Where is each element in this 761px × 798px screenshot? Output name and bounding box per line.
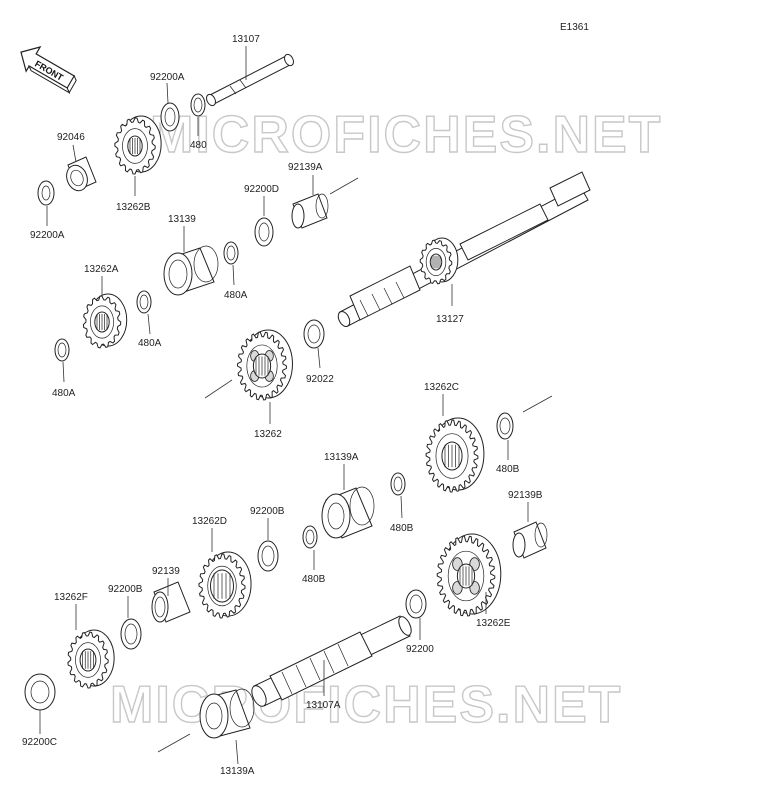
label-13127: 13127 <box>436 314 464 325</box>
label-92139: 92139 <box>152 566 180 577</box>
shaft-13107 <box>206 53 294 107</box>
circlip-480B-3 <box>302 525 318 549</box>
gear-13262A <box>82 293 128 349</box>
gear-13139 <box>163 245 219 296</box>
watermark-top: MICROFICHES.NET <box>150 106 662 164</box>
circlip-480A-1 <box>223 241 239 265</box>
watermark-bottom: MICROFICHES.NET <box>110 676 622 734</box>
label-92022: 92022 <box>306 374 334 385</box>
label-13262F: 13262F <box>54 592 88 603</box>
label-13139A-bottom: 13139A <box>220 766 255 777</box>
washer-92200 <box>405 589 427 619</box>
label-92200B-1: 92200B <box>250 506 285 517</box>
label-92200: 92200 <box>406 644 434 655</box>
label-92139B: 92139B <box>508 490 543 501</box>
diagram-code: E1361 <box>560 22 589 33</box>
bearing-92046 <box>66 156 97 192</box>
front-arrow-icon: FRONT <box>20 46 77 94</box>
label-92139A: 92139A <box>288 162 323 173</box>
circlip-480B-2 <box>390 472 406 496</box>
label-480A-3: 480A <box>52 388 76 399</box>
washer-92200A-left <box>37 180 55 206</box>
label-13262D: 13262D <box>192 516 227 527</box>
gear-on-13127 <box>419 237 459 285</box>
gear-13139A-bottom <box>199 688 255 739</box>
shaft-13107A <box>251 615 412 707</box>
gear-13262E <box>436 533 502 617</box>
bearing-92139 <box>151 581 191 623</box>
label-480-top: 480 <box>190 140 207 151</box>
label-92200C: 92200C <box>22 737 57 748</box>
label-13262: 13262 <box>254 429 282 440</box>
washer-92200D <box>254 217 274 247</box>
label-480A-2: 480A <box>138 338 162 349</box>
gear-13262D <box>198 551 252 619</box>
label-13262B: 13262B <box>116 202 151 213</box>
gear-13262F <box>67 629 115 689</box>
washer-92200C <box>24 673 56 711</box>
washer-92200A-top <box>160 102 180 132</box>
label-13107: 13107 <box>232 34 260 45</box>
label-13139A-mid: 13139A <box>324 452 359 463</box>
label-13107A: 13107A <box>306 700 341 711</box>
gear-13262 <box>236 329 293 401</box>
gear-13139A-mid <box>321 486 375 539</box>
label-92200A-left: 92200A <box>30 230 65 241</box>
circlip-480A-2 <box>136 290 152 314</box>
gear-13262B <box>114 115 162 175</box>
label-92200B-2: 92200B <box>108 584 143 595</box>
circlip-480-top <box>190 93 206 117</box>
label-13262C: 13262C <box>424 382 459 393</box>
washer-92022 <box>303 319 325 349</box>
bushing-92139B <box>512 521 548 559</box>
bushing-92139A <box>291 193 329 229</box>
label-13139: 13139 <box>168 214 196 225</box>
label-92200A-top: 92200A <box>150 72 185 83</box>
label-13262A: 13262A <box>84 264 119 275</box>
label-92200D: 92200D <box>244 184 279 195</box>
shaft-13127 <box>337 171 591 327</box>
label-480B-3: 480B <box>302 574 326 585</box>
circlip-480B-1 <box>496 412 514 440</box>
label-13262E: 13262E <box>476 618 511 629</box>
gear-13262C <box>425 417 485 493</box>
label-480A-1: 480A <box>224 290 248 301</box>
circlip-480A-3 <box>54 338 70 362</box>
label-92046: 92046 <box>57 132 85 143</box>
washer-92200B-1 <box>257 540 279 572</box>
label-480B-1: 480B <box>496 464 520 475</box>
label-480B-2: 480B <box>390 523 414 534</box>
washer-92200B-2 <box>120 618 142 650</box>
